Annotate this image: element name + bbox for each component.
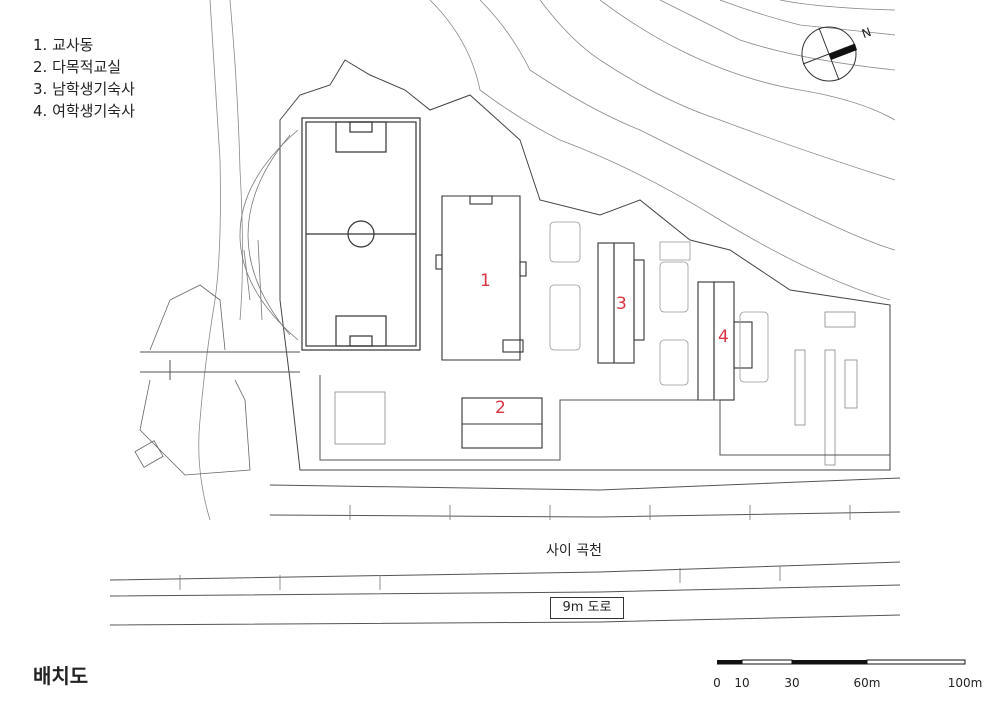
- parking-areas: [334, 311, 858, 466]
- north-arrow: [801, 26, 857, 82]
- running-track-stands: [239, 129, 299, 341]
- courtyards: [549, 221, 769, 386]
- drawing-title: 배치도: [33, 664, 89, 688]
- road-label: 9m 도로: [550, 597, 624, 619]
- building-number-1: 1: [480, 271, 491, 291]
- building-number-3: 3: [616, 294, 627, 314]
- building-2-outline: [461, 397, 543, 449]
- legend-item: 2. 다목적교실: [33, 58, 122, 76]
- river-banks: [109, 477, 901, 626]
- contour-lines: [198, 0, 896, 521]
- legend-item: 1. 교사동: [33, 36, 94, 54]
- building-3-outline: [597, 242, 645, 364]
- building-number-2: 2: [495, 398, 506, 418]
- scale-bar: [717, 659, 966, 665]
- legend-item: 3. 남학생기숙사: [33, 80, 135, 98]
- scale-tick-label: 60m: [853, 676, 881, 690]
- river-label: 사이 곡천: [546, 543, 602, 559]
- scale-tick-label: 100m: [947, 676, 983, 690]
- scale-tick-label: 30: [784, 676, 800, 690]
- building-1-outline: [435, 195, 527, 361]
- site-boundary: [279, 59, 891, 471]
- building-number-4: 4: [718, 327, 729, 347]
- scale-tick-label: 0: [713, 676, 721, 690]
- left-hill-area: [134, 284, 251, 476]
- sports-field: [301, 117, 421, 351]
- access-roads: [140, 351, 890, 461]
- legend-item: 4. 여학생기숙사: [33, 102, 135, 120]
- building-legend: 1. 교사동 2. 다목적교실 3. 남학생기숙사 4. 여학생기숙사: [33, 34, 135, 122]
- river-ticks: [179, 505, 851, 590]
- scale-tick-label: 10: [734, 676, 750, 690]
